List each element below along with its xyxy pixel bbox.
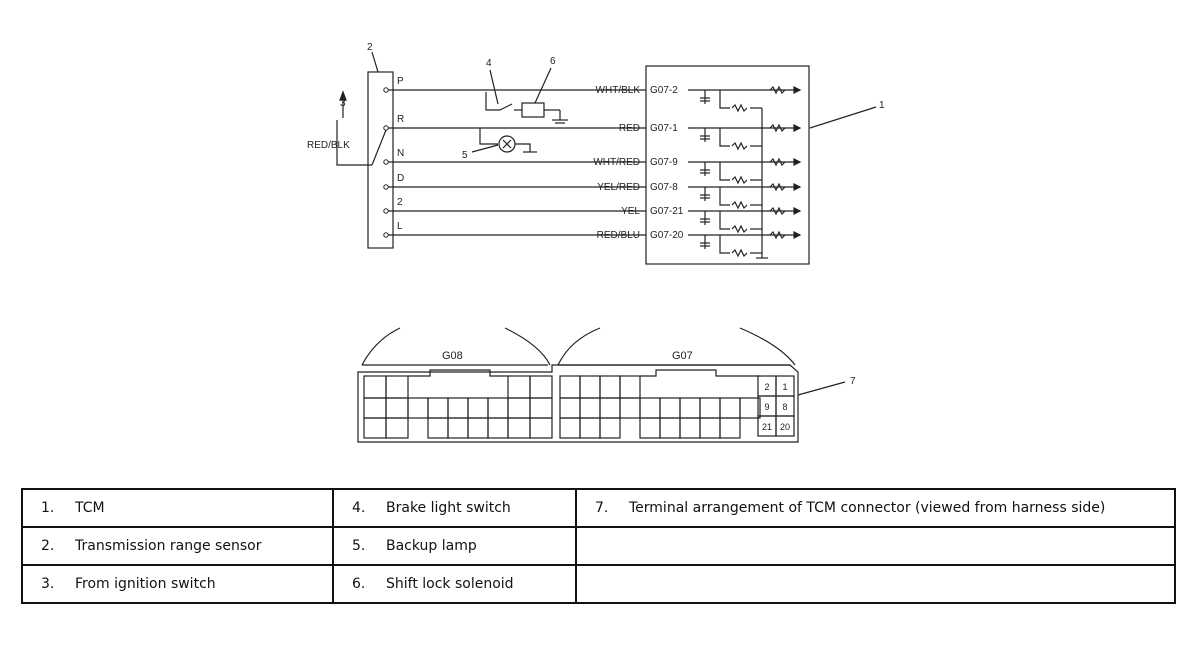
- wire-color-label: WHT/RED: [593, 157, 640, 168]
- callout-4: 4: [486, 58, 492, 69]
- legend-table: 1. TCM 4. Brake light switch 7. Terminal ar…: [21, 488, 1176, 604]
- legend-num: 1.: [41, 500, 55, 516]
- pin-label: 21: [762, 422, 772, 432]
- g08-label: G08: [442, 350, 463, 362]
- sensor-port: [383, 125, 389, 131]
- range-sensor-body: [367, 71, 394, 249]
- terminal-label: G07-2: [650, 85, 678, 96]
- terminal-label: G07-20: [650, 230, 684, 241]
- sensor-port: [383, 184, 389, 190]
- position-label: L: [397, 221, 403, 232]
- legend-text: Backup lamp: [386, 538, 477, 554]
- wire-color-label: RED: [619, 123, 640, 134]
- pin-label: 2: [764, 382, 769, 392]
- sensor-port: [383, 159, 389, 165]
- legend-row: 2. Transmission range sensor 5. Backup lam…: [21, 526, 1176, 566]
- arrow-head: [793, 207, 802, 215]
- legend-num: 3.: [41, 576, 55, 592]
- pin-label: 20: [780, 422, 790, 432]
- legend-text: TCM: [75, 500, 105, 516]
- resistor: [769, 85, 786, 95]
- legend-num: 4.: [352, 500, 366, 516]
- legend-num: 6.: [352, 576, 366, 592]
- terminal-label: G07-1: [650, 123, 678, 134]
- legend-cell: 3. From ignition switch: [21, 564, 334, 604]
- arrow-head: [793, 183, 802, 191]
- position-label: R: [397, 114, 404, 125]
- callout-2: 2: [367, 42, 373, 53]
- legend-text: Terminal arrangement of TCM connector (v…: [629, 500, 1106, 516]
- resistor: [731, 248, 748, 258]
- callout-5: 5: [462, 150, 468, 161]
- resistor: [731, 200, 748, 210]
- g07-label: G07: [672, 350, 693, 362]
- legend-text: Shift lock solenoid: [386, 576, 514, 592]
- ign-wire: [336, 120, 372, 166]
- legend-text: From ignition switch: [75, 576, 216, 592]
- wire-color-label: RED/BLU: [597, 230, 640, 241]
- legend-num: 2.: [41, 538, 55, 554]
- legend-num: 5.: [352, 538, 366, 554]
- legend-row: 3. From ignition switch 6. Shift lock sole…: [21, 564, 1176, 604]
- res-lead: [719, 211, 730, 230]
- resistor: [731, 103, 748, 113]
- res-lead: [719, 235, 730, 254]
- resistor: [731, 141, 748, 151]
- legend-text: Transmission range sensor: [75, 538, 262, 554]
- position-label: N: [397, 148, 404, 159]
- legend-text: Brake light switch: [386, 500, 511, 516]
- sensor-port: [383, 232, 389, 238]
- res-lead: [719, 128, 730, 147]
- arrow-head: [793, 124, 802, 132]
- sensor-port: [383, 208, 389, 214]
- resistor: [769, 123, 786, 133]
- res-lead: [719, 187, 730, 206]
- pin-label: 9: [764, 402, 769, 412]
- resistor: [769, 182, 786, 192]
- legend-cell: [575, 564, 1176, 604]
- terminal-label: G07-9: [650, 157, 678, 168]
- resistor: [731, 224, 748, 234]
- position-label: D: [397, 173, 404, 184]
- arrow-head: [793, 231, 802, 239]
- g08-cells: [363, 369, 553, 439]
- res-lead: [719, 90, 730, 109]
- wire-color-label: YEL: [621, 206, 640, 217]
- wire-color-label: YEL/RED: [597, 182, 640, 193]
- sensor-port: [383, 87, 389, 93]
- wire-color-label: WHT/BLK: [596, 85, 641, 96]
- arrow-head: [793, 86, 802, 94]
- pin-label: 8: [782, 402, 787, 412]
- position-label: 2: [397, 197, 403, 208]
- legend-row: 1. TCM 4. Brake light switch 7. Terminal ar…: [21, 488, 1176, 528]
- legend-cell: 7. Terminal arrangement of TCM connector …: [575, 488, 1176, 528]
- arrow-head: [793, 158, 802, 166]
- resistor: [769, 206, 786, 216]
- position-label: P: [397, 76, 404, 87]
- legend-cell: 5. Backup lamp: [332, 526, 577, 566]
- red-blk-label: RED/BLK: [307, 140, 350, 151]
- callout-3: 3: [340, 98, 346, 109]
- pin-label: 1: [782, 382, 787, 392]
- legend-cell: 1. TCM: [21, 488, 334, 528]
- resistor: [769, 230, 786, 240]
- legend-cell: 4. Brake light switch: [332, 488, 577, 528]
- callout-1: 1: [879, 100, 885, 111]
- res-lead: [719, 162, 730, 181]
- resistor: [769, 157, 786, 167]
- callout-6: 6: [550, 56, 556, 67]
- terminal-label: G07-8: [650, 182, 678, 193]
- callout-7: 7: [850, 376, 856, 387]
- legend-cell: [575, 526, 1176, 566]
- terminal-label: G07-21: [650, 206, 684, 217]
- legend-cell: 2. Transmission range sensor: [21, 526, 334, 566]
- resistor: [731, 175, 748, 185]
- legend-cell: 6. Shift lock solenoid: [332, 564, 577, 604]
- g07-cells: [559, 369, 795, 439]
- legend-num: 7.: [595, 500, 609, 516]
